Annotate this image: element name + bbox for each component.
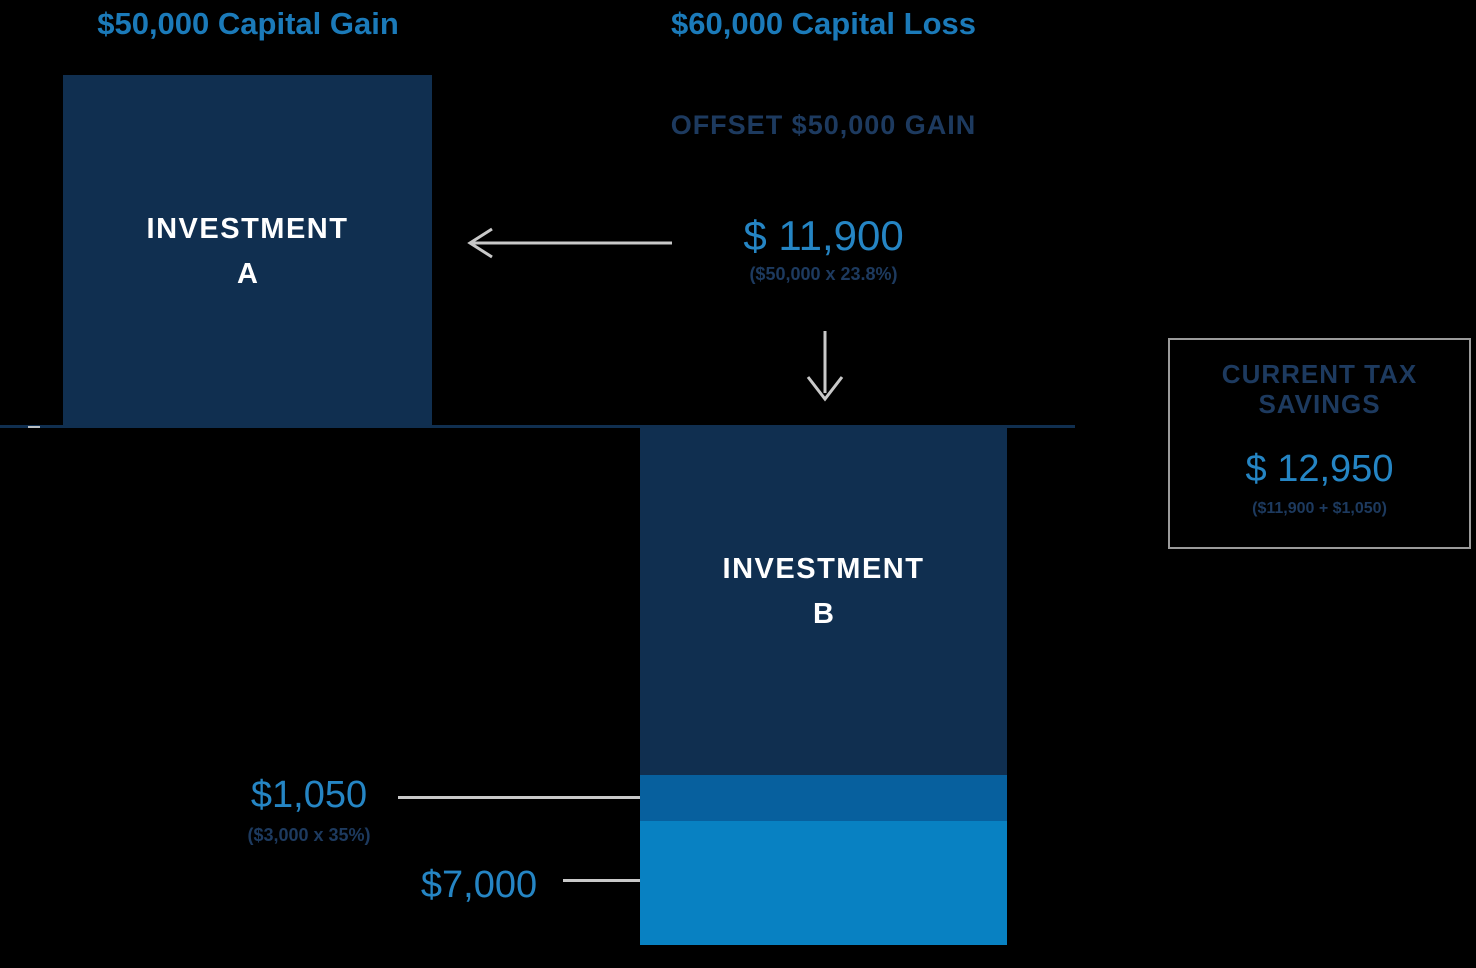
offset-gain-label: OFFSET $50,000 GAIN [670, 110, 977, 140]
offset-formula: ($50,000 x 23.8%) [749, 264, 898, 284]
carryforward-connector-line [563, 879, 640, 882]
savings-formula: ($11,900 + $1,050) [1252, 499, 1387, 517]
investment-b-label-line2: B [813, 598, 834, 630]
baseline-tick [28, 426, 40, 428]
arrow-left-icon [467, 227, 672, 259]
investment-a-label: INVESTMENT A [147, 215, 349, 289]
investment-b-deduction-segment [640, 775, 1007, 821]
investment-b-label-line1: INVESTMENT [722, 553, 925, 585]
deduction-formula: ($3,000 x 35%) [247, 825, 371, 845]
capital-gain-title: $50,000 Capital Gain [97, 6, 399, 41]
capital-loss-title: $60,000 Capital Loss [671, 6, 976, 41]
savings-title-line2: SAVINGS [1258, 388, 1381, 419]
investment-a-label-line2: A [237, 258, 258, 290]
deduction-connector-line [398, 796, 640, 799]
savings-box: CURRENT TAX SAVINGS $ 12,950 ($11,900 + … [1168, 338, 1471, 549]
investment-b-carryforward-segment [640, 821, 1007, 945]
investment-b-box: INVESTMENT B [640, 427, 1007, 945]
investment-b-label: INVESTMENT B [723, 555, 925, 629]
savings-title-line1: CURRENT TAX [1221, 359, 1418, 389]
savings-title: CURRENT TAX SAVINGS [1221, 359, 1418, 420]
savings-amount: $ 12,950 [1245, 447, 1394, 490]
investment-b-offset-segment: INVESTMENT B [640, 427, 1007, 775]
investment-a-label-line1: INVESTMENT [146, 213, 349, 245]
investment-a-box: INVESTMENT A [63, 75, 432, 427]
deduction-amount: $1,050 [250, 774, 368, 816]
baseline [0, 425, 1075, 428]
arrow-down-icon [806, 331, 844, 402]
offset-amount: $ 11,900 [743, 212, 904, 259]
carryforward-amount: $7,000 [420, 864, 538, 906]
